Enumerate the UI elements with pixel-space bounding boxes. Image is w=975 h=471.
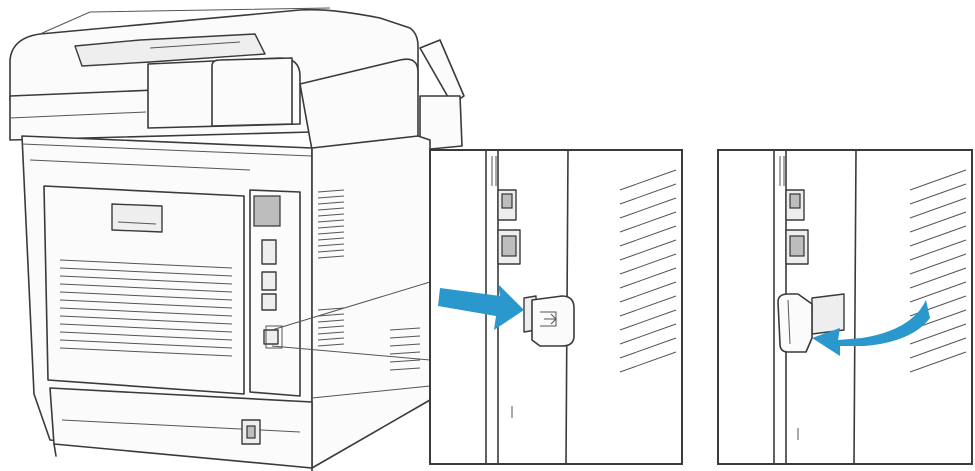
remove-arrow-icon [812,300,930,356]
printer-rear-view [9,7,465,471]
insert-arrow-icon [438,284,524,330]
detail-panel-remove [717,149,973,465]
rear-vent-grille [59,259,233,357]
detail-panel-install [429,149,683,465]
callout-lines [271,281,431,361]
side-vent-grille [317,189,421,371]
